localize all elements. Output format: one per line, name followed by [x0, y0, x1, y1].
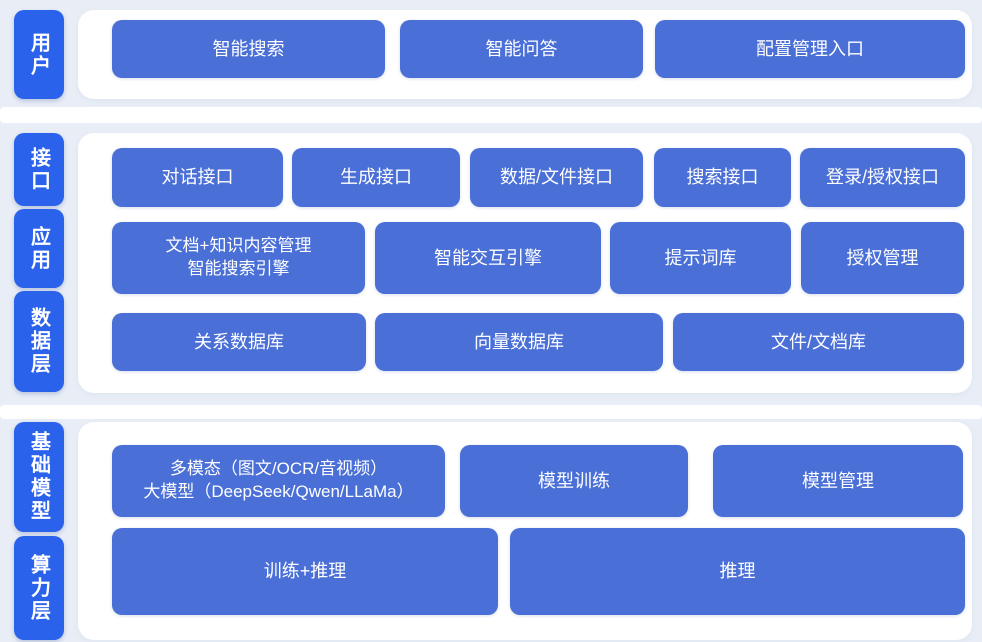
block-interactive-engine: 智能交互引擎	[375, 222, 601, 294]
block-data-file-api: 数据/文件接口	[470, 148, 643, 207]
layer-label-foundation-model: 基础模型	[14, 422, 64, 532]
block-prompt-library: 提示词库	[610, 222, 791, 294]
block-inference: 推理	[510, 528, 965, 615]
block-auth-mgmt: 授权管理	[801, 222, 964, 294]
block-smart-search: 智能搜索	[112, 20, 385, 78]
block-training-inference: 训练+推理	[112, 528, 498, 615]
block-model-mgmt: 模型管理	[713, 445, 963, 517]
layer-label-user: 用户	[14, 10, 64, 99]
block-search-api: 搜索接口	[654, 148, 791, 207]
block-smart-qa: 智能问答	[400, 20, 643, 78]
layer-label-compute: 算力层	[14, 536, 64, 640]
layer-label-interface: 接口	[14, 133, 64, 206]
block-file-doc-store: 文件/文档库	[673, 313, 964, 371]
block-relational-db: 关系数据库	[112, 313, 366, 371]
block-dialog-api: 对话接口	[112, 148, 283, 207]
block-model-training: 模型训练	[460, 445, 688, 517]
block-config-admin-entry: 配置管理入口	[655, 20, 965, 78]
divider-strip	[0, 107, 982, 123]
divider-strip	[0, 405, 982, 419]
block-multimodal-llm: 多模态（图文/OCR/音视频） 大模型（DeepSeek/Qwen/LLaMa）	[112, 445, 445, 517]
block-vector-db: 向量数据库	[375, 313, 663, 371]
layer-label-application: 应用	[14, 209, 64, 288]
block-doc-knowledge-mgmt: 文档+知识内容管理 智能搜索引擎	[112, 222, 365, 294]
block-generation-api: 生成接口	[292, 148, 460, 207]
layer-label-data: 数据层	[14, 291, 64, 392]
block-login-auth-api: 登录/授权接口	[800, 148, 965, 207]
